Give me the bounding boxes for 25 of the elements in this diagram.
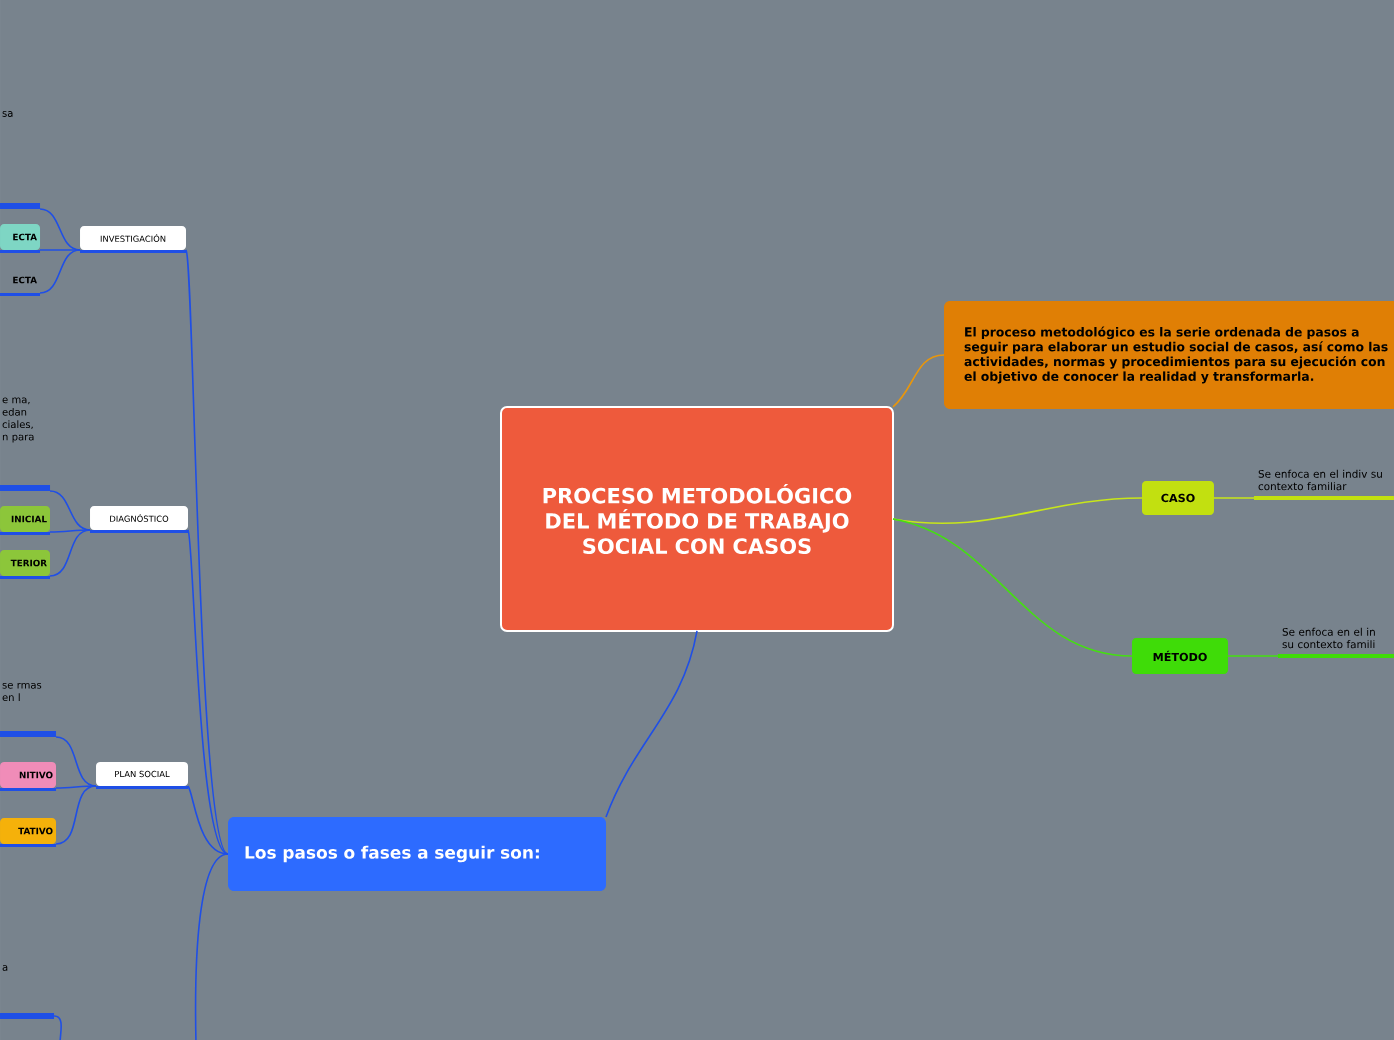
- connector: [892, 518, 1133, 657]
- connector: [39, 249, 81, 251]
- bar: [0, 731, 56, 737]
- connector: [55, 785, 97, 845]
- topic-box: PROCESO METODOLÓGICO DEL MÉTODO DE TRABAJO SOCIAL CON CASOS: [500, 406, 894, 632]
- connector: [1213, 497, 1255, 499]
- topic-box: Los pasos o fases a seguir son:: [228, 817, 606, 891]
- connector: [605, 630, 698, 818]
- connector: [187, 529, 229, 855]
- connector: [892, 354, 945, 408]
- bar: [0, 485, 50, 491]
- connector: [55, 785, 97, 789]
- connector: [53, 1015, 62, 1040]
- connector: [187, 785, 229, 855]
- connector: [55, 736, 97, 787]
- connector: [1227, 655, 1279, 657]
- connector: [39, 249, 81, 294]
- connector: [39, 208, 81, 251]
- connector: [49, 529, 91, 577]
- bar: [0, 203, 40, 209]
- bar: [0, 1012, 54, 1019]
- connector: [49, 490, 91, 531]
- connector: [185, 249, 229, 855]
- connector: [49, 529, 91, 533]
- connector: [194, 853, 229, 1040]
